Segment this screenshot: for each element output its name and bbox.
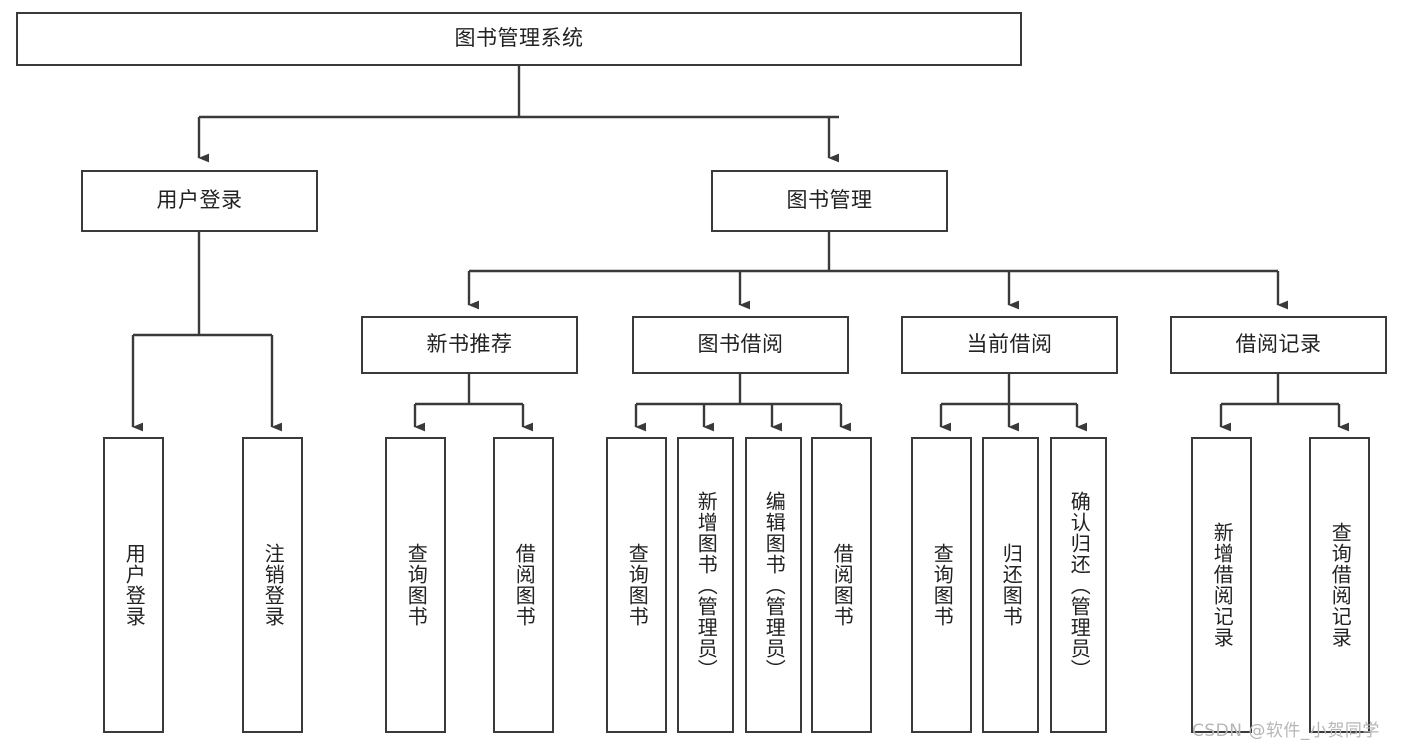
node-user-login[interactable]: 用户登录 (81, 170, 318, 232)
node-leaf-query-book-1[interactable]: 查询图书 (385, 437, 446, 733)
node-leaf-edit-book[interactable]: 编辑图书（管理员） (745, 437, 802, 733)
node-leaf-add-book[interactable]: 新增图书（管理员） (677, 437, 734, 733)
node-label: 编辑图书（管理员） (762, 490, 787, 680)
node-label: 用户登录 (156, 188, 243, 213)
node-label: 注销登录 (261, 543, 286, 627)
node-label: 图书管理 (786, 188, 873, 213)
node-leaf-confirm-return[interactable]: 确认归还（管理员） (1050, 437, 1107, 733)
node-label: 当前借阅 (966, 332, 1053, 357)
node-label: 借阅记录 (1235, 332, 1322, 357)
node-root-system[interactable]: 图书管理系统 (16, 12, 1022, 66)
node-book-manage[interactable]: 图书管理 (711, 170, 948, 232)
node-label: 查询图书 (404, 543, 429, 627)
node-label: 新增借阅记录 (1210, 522, 1235, 648)
node-current-borrow[interactable]: 当前借阅 (901, 316, 1118, 374)
node-label: 借阅图书 (830, 543, 855, 627)
node-label: 借阅图书 (512, 543, 537, 627)
node-leaf-query-book-2[interactable]: 查询图书 (606, 437, 667, 733)
node-label: 新书推荐 (426, 332, 513, 357)
node-new-book-recommend[interactable]: 新书推荐 (361, 316, 578, 374)
node-label: 新增图书（管理员） (694, 490, 719, 680)
node-borrow-record[interactable]: 借阅记录 (1170, 316, 1387, 374)
node-leaf-logout[interactable]: 注销登录 (242, 437, 303, 733)
csdn-watermark: CSDN @软件_小贺同学 (1192, 721, 1380, 741)
node-label: 查询借阅记录 (1328, 522, 1353, 648)
node-leaf-query-record[interactable]: 查询借阅记录 (1309, 437, 1370, 733)
node-leaf-borrow-book-2[interactable]: 借阅图书 (811, 437, 872, 733)
node-label: 图书管理系统 (454, 26, 584, 51)
node-label: 归还图书 (999, 543, 1024, 627)
node-leaf-user-login[interactable]: 用户登录 (103, 437, 164, 733)
node-label: 查询图书 (625, 543, 650, 627)
node-label: 确认归还（管理员） (1067, 490, 1092, 680)
node-leaf-borrow-book-1[interactable]: 借阅图书 (493, 437, 554, 733)
node-label: 查询图书 (930, 543, 955, 627)
node-label: 用户登录 (122, 543, 147, 627)
node-leaf-return-book[interactable]: 归还图书 (982, 437, 1039, 733)
node-book-borrow[interactable]: 图书借阅 (632, 316, 849, 374)
node-leaf-query-book-3[interactable]: 查询图书 (911, 437, 972, 733)
node-leaf-add-record[interactable]: 新增借阅记录 (1191, 437, 1252, 733)
node-label: 图书借阅 (697, 332, 784, 357)
